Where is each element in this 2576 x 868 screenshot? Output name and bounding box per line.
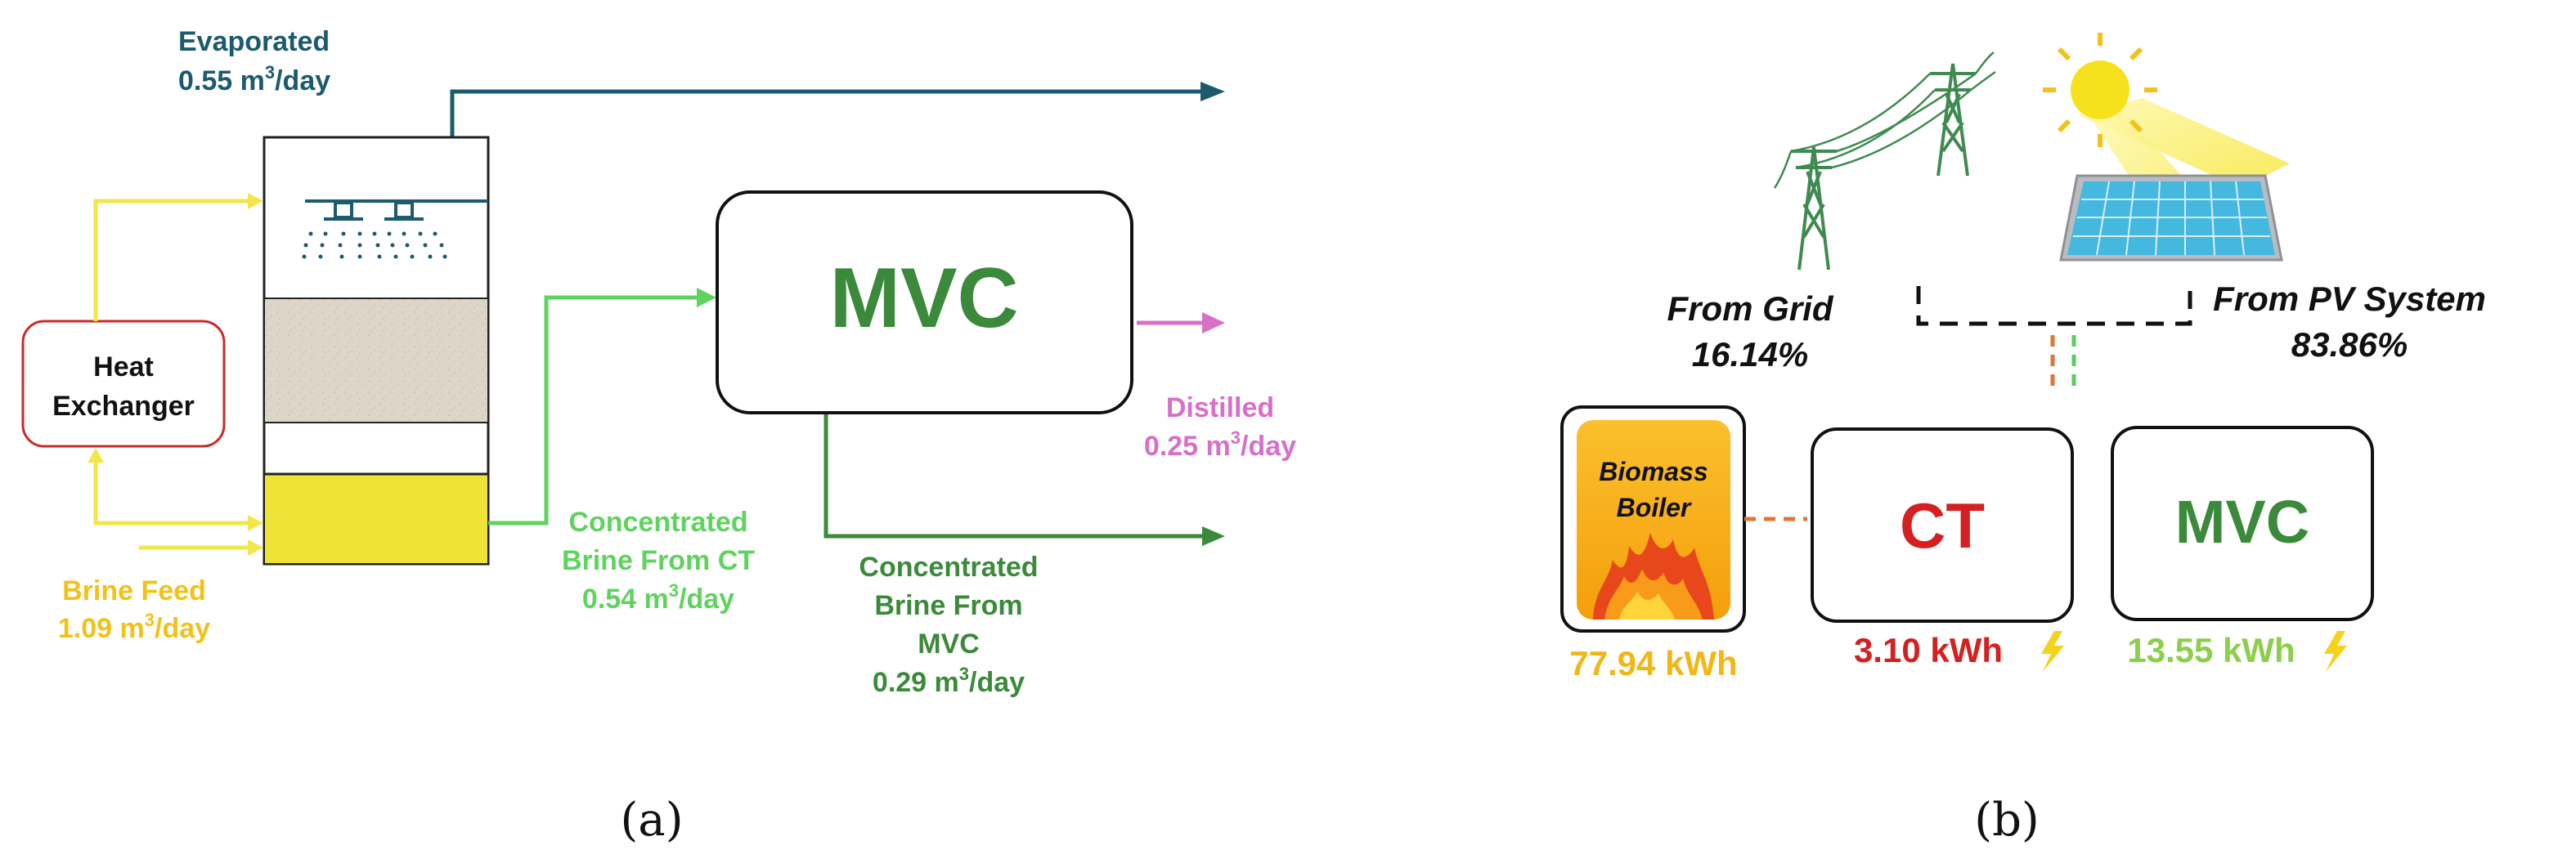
mvc-unit-label: MVC [829,251,1018,346]
heat-exchanger-label-1: Heat [93,351,154,383]
biomass-boiler-label-1: Biomass [1599,457,1708,486]
brine-feed-flow: 1.09 m3/day [58,610,210,644]
from-grid-share: 16.14% [1692,335,1808,374]
evaporated-flow: 0.55 m3/day [178,62,330,96]
mvc-brine-label-2: Brine From [874,590,1022,621]
mvc-brine-label-1: Concentrated [859,552,1038,583]
ct-brine-flow: 0.54 m3/day [582,580,734,615]
from-pv-share: 83.86% [2291,325,2408,364]
ct-brine-label-2: Brine From CT [562,545,755,576]
biomass-energy: 77.94 kWh [1569,644,1737,682]
from-pv-label: From PV System [2213,280,2486,318]
ct-box [1811,427,2074,623]
ct-lightning-icon [2041,631,2064,672]
mvc-label-b: MVC [2175,488,2309,556]
fire-icon [1593,533,1714,620]
ct-brine-label-1: Concentrated [568,507,747,538]
caption-a: (a) [620,794,683,847]
distilled-flow: 0.25 m3/day [1144,427,1296,462]
mvc-energy: 13.55 kWh [2127,631,2295,669]
mvc-unit-box [716,190,1133,414]
cooling-tower-basin [265,474,487,563]
ct-energy: 3.10 kWh [1854,631,2003,669]
ct-label: CT [1900,490,1985,562]
power-line-towers-icon [1773,51,1996,271]
evaporated-label: Evaporated [178,26,330,57]
heat-exchanger-loop [93,199,250,550]
solar-panel-icon [2043,33,2290,262]
heat-exchanger-box [21,320,226,448]
from-grid-label: From Grid [1667,289,1833,328]
power-bus-connector [1916,286,2192,326]
mvc-brine-stream [824,414,1209,539]
heat-exchanger-label-2: Exchanger [52,391,195,422]
ct-brine-stream [488,295,700,526]
mvc-brine-flow: 0.29 m3/day [873,664,1025,698]
mvc-box-b [2111,426,2374,621]
evaporated-stream [450,89,1209,137]
brine-feed-label: Brine Feed [62,575,206,606]
mvc-brine-label-3: MVC [918,629,980,660]
spray-nozzles-icon [302,199,488,259]
mvc-lightning-icon [2324,631,2347,672]
biomass-boiler-label-2: Boiler [1617,493,1692,522]
panel-b: From Grid 16.14% From PV System 83.86% B… [1560,33,2486,847]
cooling-tower-fill-media [265,298,487,423]
caption-b: (b) [1974,794,2040,847]
evaporated-arrowhead [1200,82,1225,101]
distilled-label: Distilled [1166,392,1274,423]
panel-a: Evaporated 0.55 m3/day Heat Excha [21,26,1296,847]
